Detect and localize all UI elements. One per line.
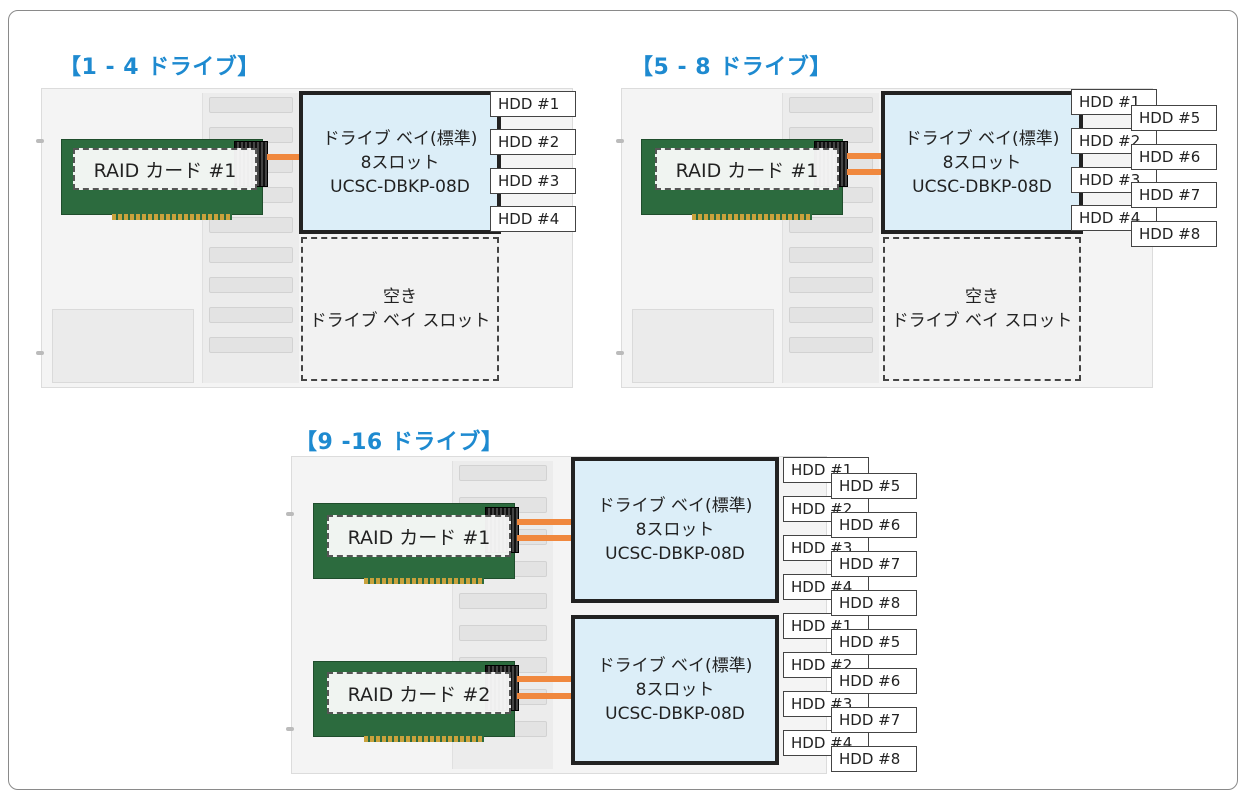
- sas-cable-3b: [517, 535, 573, 541]
- hdd-label: HDD #1: [1071, 89, 1157, 115]
- bay-label-line1: ドライブ ベイ(標準): [597, 656, 753, 676]
- hdd-label: HDD #8: [831, 746, 917, 772]
- title-1-4-drives: 【1 - 4 ドライブ】: [59, 55, 260, 80]
- hdd-label: HDD #1: [490, 91, 576, 117]
- empty-bay-line2: ドライブ ベイ スロット: [309, 311, 491, 331]
- hdd-label: HDD #5: [831, 629, 917, 655]
- bay-label-line3: UCSC-DBKP-08D: [330, 176, 470, 197]
- hdd-label: HDD #8: [1131, 221, 1217, 247]
- hdd-label: HDD #6: [831, 668, 917, 694]
- bay-label-line2: 8スロット: [360, 152, 440, 173]
- empty-bay-line1: 空き: [383, 287, 417, 307]
- drive-bay-standard-1: ドライブ ベイ(標準) 8スロット UCSC-DBKP-08D: [299, 91, 501, 234]
- raid-card-1-label: RAID カード #1: [327, 515, 511, 557]
- hdd-label: HDD #7: [831, 707, 917, 733]
- raid-card-1-label: RAID カード #1: [73, 148, 257, 190]
- hdd-label: HDD #8: [831, 590, 917, 616]
- hdd-label: HDD #7: [831, 551, 917, 577]
- bay-label-line2: 8スロット: [942, 152, 1022, 173]
- bay-label-line3: UCSC-DBKP-08D: [912, 176, 1052, 197]
- sas-cable-3c: [517, 676, 573, 682]
- bay-label-line2: 8スロット: [635, 680, 715, 700]
- title-9-16-drives: 【9 -16 ドライブ】: [295, 430, 504, 455]
- empty-drive-bay-2: 空き ドライブ ベイ スロット: [883, 237, 1081, 381]
- bay-label-line1: ドライブ ベイ(標準): [597, 496, 753, 516]
- hdd-label: HDD #5: [831, 473, 917, 499]
- drive-bay-standard-3b: ドライブ ベイ(標準) 8スロット UCSC-DBKP-08D: [571, 615, 779, 765]
- diagram-frame: 【1 - 4 ドライブ】 RAID カード #1 ドライブ ベイ(標準) 8スロ…: [8, 10, 1238, 790]
- hdd-label: HDD #6: [831, 512, 917, 538]
- bay-label-line3: UCSC-DBKP-08D: [605, 544, 745, 564]
- sas-cable-2a: [847, 153, 883, 159]
- empty-bay-line1: 空き: [965, 287, 999, 307]
- drive-bay-standard-2: ドライブ ベイ(標準) 8スロット UCSC-DBKP-08D: [881, 91, 1083, 234]
- hdd-label: HDD #3: [490, 168, 576, 194]
- sas-cable-3a: [517, 519, 573, 525]
- empty-drive-bay-1: 空き ドライブ ベイ スロット: [301, 237, 499, 381]
- hdd-label: HDD #4: [490, 206, 576, 232]
- hdd-label: HDD #6: [1131, 144, 1217, 170]
- sas-cable-1: [267, 154, 301, 160]
- hdd-label: HDD #5: [1131, 105, 1217, 131]
- bay-label-line3: UCSC-DBKP-08D: [605, 704, 745, 724]
- bay-label-line1: ドライブ ベイ(標準): [322, 128, 478, 149]
- bay-label-line1: ドライブ ベイ(標準): [904, 128, 1060, 149]
- drive-bay-standard-3a: ドライブ ベイ(標準) 8スロット UCSC-DBKP-08D: [571, 457, 779, 603]
- bay-label-line2: 8スロット: [635, 520, 715, 540]
- empty-bay-line2: ドライブ ベイ スロット: [891, 311, 1073, 331]
- sas-cable-2b: [847, 169, 883, 175]
- raid-card-2-label: RAID カード #2: [327, 672, 511, 714]
- title-5-8-drives: 【5 - 8 ドライブ】: [631, 55, 832, 80]
- hdd-label: HDD #7: [1131, 182, 1217, 208]
- sas-cable-3d: [517, 693, 573, 699]
- raid-card-1-label: RAID カード #1: [655, 148, 839, 190]
- hdd-label: HDD #1: [783, 457, 869, 483]
- hdd-label: HDD #2: [490, 129, 576, 155]
